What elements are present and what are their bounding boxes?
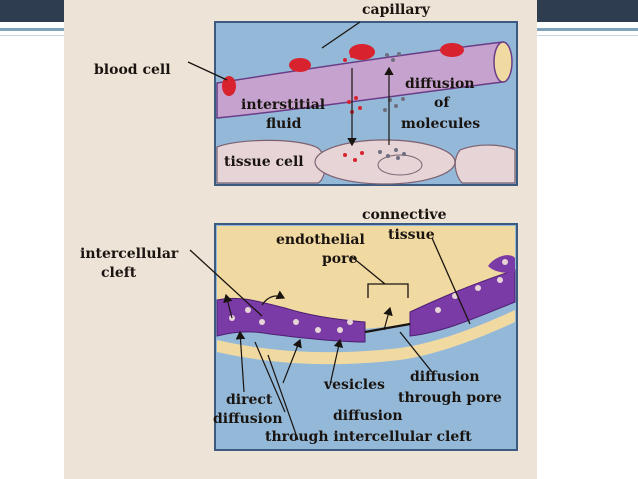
cleft-leader-2 bbox=[254, 341, 286, 413]
direct-diffusion-label: diffusion bbox=[213, 411, 283, 427]
tissue-cell-nucleus bbox=[377, 154, 423, 176]
blood-cell-label: blood cell bbox=[94, 62, 171, 78]
bottom-panel bbox=[189, 223, 518, 451]
direct-arrow bbox=[235, 330, 246, 393]
top-panel bbox=[187, 21, 518, 186]
fluid-label: fluid bbox=[266, 116, 302, 132]
molecules-label: molecules bbox=[401, 116, 481, 132]
pore-label: pore bbox=[322, 251, 358, 267]
tissue-cell bbox=[454, 144, 516, 184]
interstitial-label: interstitial bbox=[241, 97, 326, 113]
blood-cell bbox=[440, 43, 464, 57]
endothelial-cell bbox=[488, 255, 515, 273]
through-pore-label: through pore bbox=[398, 390, 502, 406]
diffusion-label: diffusion bbox=[405, 76, 475, 92]
cleft-leader-3 bbox=[267, 354, 299, 441]
vesicle-diffusion-label: diffusion bbox=[333, 408, 403, 424]
vesicles-label: vesicles bbox=[324, 377, 385, 393]
tissue-cell-label: tissue cell bbox=[224, 154, 304, 170]
tissue-cell bbox=[216, 139, 326, 184]
capillary-opening bbox=[493, 41, 513, 83]
through-cleft-label: through intercellular cleft bbox=[265, 429, 472, 445]
cleft-label: cleft bbox=[101, 265, 137, 281]
blood-cell bbox=[289, 58, 311, 72]
connective-label: connective bbox=[362, 207, 447, 223]
intercellular-label: intercellular bbox=[80, 246, 179, 262]
curved-arrow bbox=[261, 290, 286, 306]
vesicle-arrow bbox=[329, 338, 344, 386]
tissue-cell bbox=[314, 139, 456, 185]
pore-diffusion-leader bbox=[399, 331, 433, 373]
basement-membrane bbox=[217, 310, 515, 365]
pore-bracket bbox=[367, 283, 409, 298]
endothelial-cell bbox=[409, 269, 516, 337]
blood-cell bbox=[222, 76, 236, 96]
blood-cell-leader bbox=[187, 61, 228, 81]
pore-leader bbox=[351, 256, 386, 285]
red-molecules bbox=[343, 54, 364, 162]
tissue-label: tissue bbox=[388, 227, 435, 243]
grey-molecules bbox=[378, 52, 406, 160]
cleft-leader bbox=[189, 249, 263, 317]
capillary-label: capillary bbox=[362, 2, 430, 18]
direct-arrow bbox=[223, 293, 233, 319]
pore-diffusion-label: diffusion bbox=[410, 369, 480, 385]
of-label: of bbox=[434, 95, 450, 111]
direct-label: direct bbox=[226, 392, 273, 408]
endothelial-label: endothelial bbox=[276, 232, 365, 248]
connective-leader bbox=[431, 237, 471, 325]
capillary-leader bbox=[321, 21, 361, 49]
pore-membrane bbox=[364, 322, 411, 334]
cleft-arrow bbox=[282, 338, 302, 384]
blood-cell bbox=[349, 44, 375, 60]
pore-arrow bbox=[383, 306, 393, 331]
